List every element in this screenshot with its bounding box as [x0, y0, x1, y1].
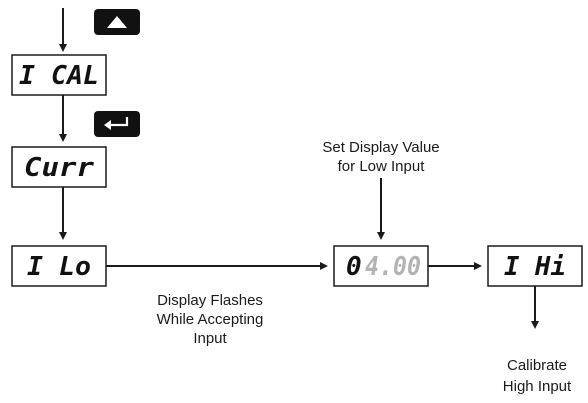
display-curr: Curr: [11, 146, 107, 188]
display-value-bright-digit: 0: [346, 252, 362, 282]
up-arrow-icon: [107, 16, 127, 28]
caption-calibrate-line1: Calibrate: [507, 357, 567, 374]
caption-calibrate-line2: High Input: [503, 378, 572, 395]
display-lo-text: I Lo: [27, 252, 91, 282]
display-lo: I Lo: [11, 245, 107, 287]
caption-flashes-line2: While Accepting: [157, 311, 264, 328]
enter-key-button[interactable]: [94, 111, 140, 137]
display-cal: I CAL: [11, 54, 107, 96]
display-hi-text: I Hi: [504, 252, 566, 282]
display-value: 0 4.00: [333, 245, 429, 287]
up-key-button[interactable]: [94, 9, 140, 35]
display-value-dim-digits: 4.00: [365, 252, 421, 282]
display-curr-text: Curr: [24, 153, 94, 183]
display-cal-text: I CAL: [19, 61, 99, 91]
caption-flashes-line1: Display Flashes: [157, 292, 263, 309]
caption-set-display-line2: for Low Input: [338, 158, 426, 175]
display-hi: I Hi: [487, 245, 583, 287]
caption-flashes-line3: Input: [193, 330, 227, 347]
enter-return-icon: [104, 117, 129, 130]
caption-set-display-line1: Set Display Value: [322, 139, 439, 156]
